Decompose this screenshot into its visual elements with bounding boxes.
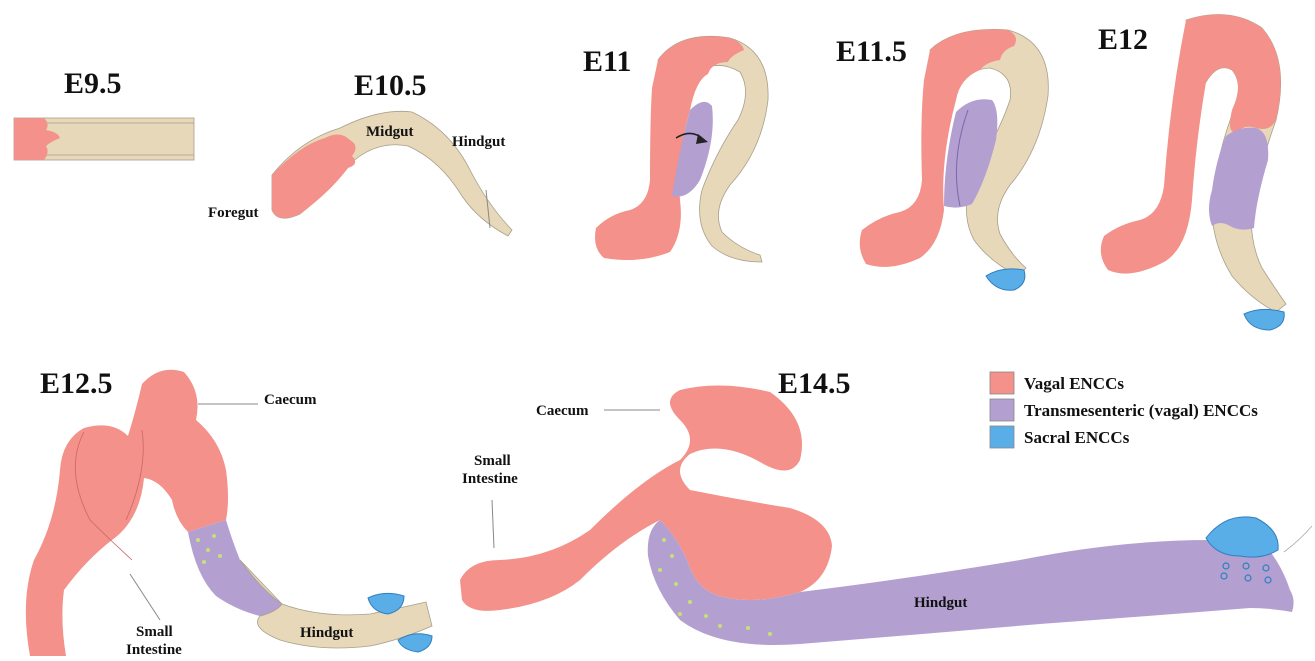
label-caecum-e12-5: Caecum: [264, 392, 317, 408]
label-foregut: Foregut: [208, 205, 259, 221]
label-small-intestine-e12-5-line2: Intestine: [126, 642, 182, 658]
label-caecum-e14-5: Caecum: [536, 403, 589, 419]
vagal-encc-e10-5: [272, 134, 356, 218]
small-intestine-leader-e14-5: [492, 500, 494, 548]
stage-label-e9-5: E9.5: [64, 67, 122, 100]
stage-label-e14-5: E14.5: [778, 367, 851, 400]
stage-label-e11-5: E11.5: [836, 35, 907, 68]
stage-e12: E12: [1098, 15, 1286, 330]
stage-e12-5: E12.5 Caecum Small Intestine Hindgut: [26, 367, 432, 658]
legend-swatch-sacral: [990, 426, 1014, 448]
sacral-encc-e11-5: [986, 269, 1025, 290]
sacral-encc-e12: [1244, 309, 1284, 330]
label-hindgut-e12-5: Hindgut: [300, 625, 353, 641]
vagal-encc-e12-5: [26, 370, 228, 656]
legend-swatch-vagal: [990, 372, 1014, 394]
stage-e10-5: E10.5 Foregut Midgut Hindgut: [208, 69, 512, 236]
stage-label-e12: E12: [1098, 23, 1148, 56]
label-hindgut-e10-5: Hindgut: [452, 134, 505, 150]
stage-e9-5: E9.5: [14, 67, 194, 160]
stage-label-e12-5: E12.5: [40, 367, 113, 400]
transmesenteric-encc-e12: [1209, 128, 1268, 230]
legend-label-vagal: Vagal ENCCs: [1024, 374, 1124, 393]
label-small-intestine-e14-5-line2: Intestine: [462, 471, 518, 487]
legend-label-transmesenteric: Transmesenteric (vagal) ENCCs: [1024, 401, 1258, 420]
label-small-intestine-e12-5-line1: Small: [136, 624, 173, 640]
legend-label-sacral: Sacral ENCCs: [1024, 428, 1130, 447]
stage-label-e10-5: E10.5: [354, 69, 427, 102]
vagal-encc-e14-5: [460, 385, 832, 610]
transmesenteric-encc-e12-5: [188, 520, 282, 616]
small-intestine-leader-e12-5: [130, 574, 160, 620]
legend-swatch-transmesenteric: [990, 399, 1014, 421]
label-hindgut-e14-5: Hindgut: [914, 595, 967, 611]
stage-label-e11: E11: [583, 45, 631, 78]
stage-e11: E11: [583, 36, 768, 262]
gut-outline-tail-e14-5: [1284, 526, 1312, 552]
label-small-intestine-e14-5-line1: Small: [474, 453, 511, 469]
stage-e11-5: E11.5: [836, 29, 1048, 290]
legend: Vagal ENCCs Transmesenteric (vagal) ENCC…: [990, 372, 1258, 448]
label-midgut: Midgut: [366, 124, 414, 140]
